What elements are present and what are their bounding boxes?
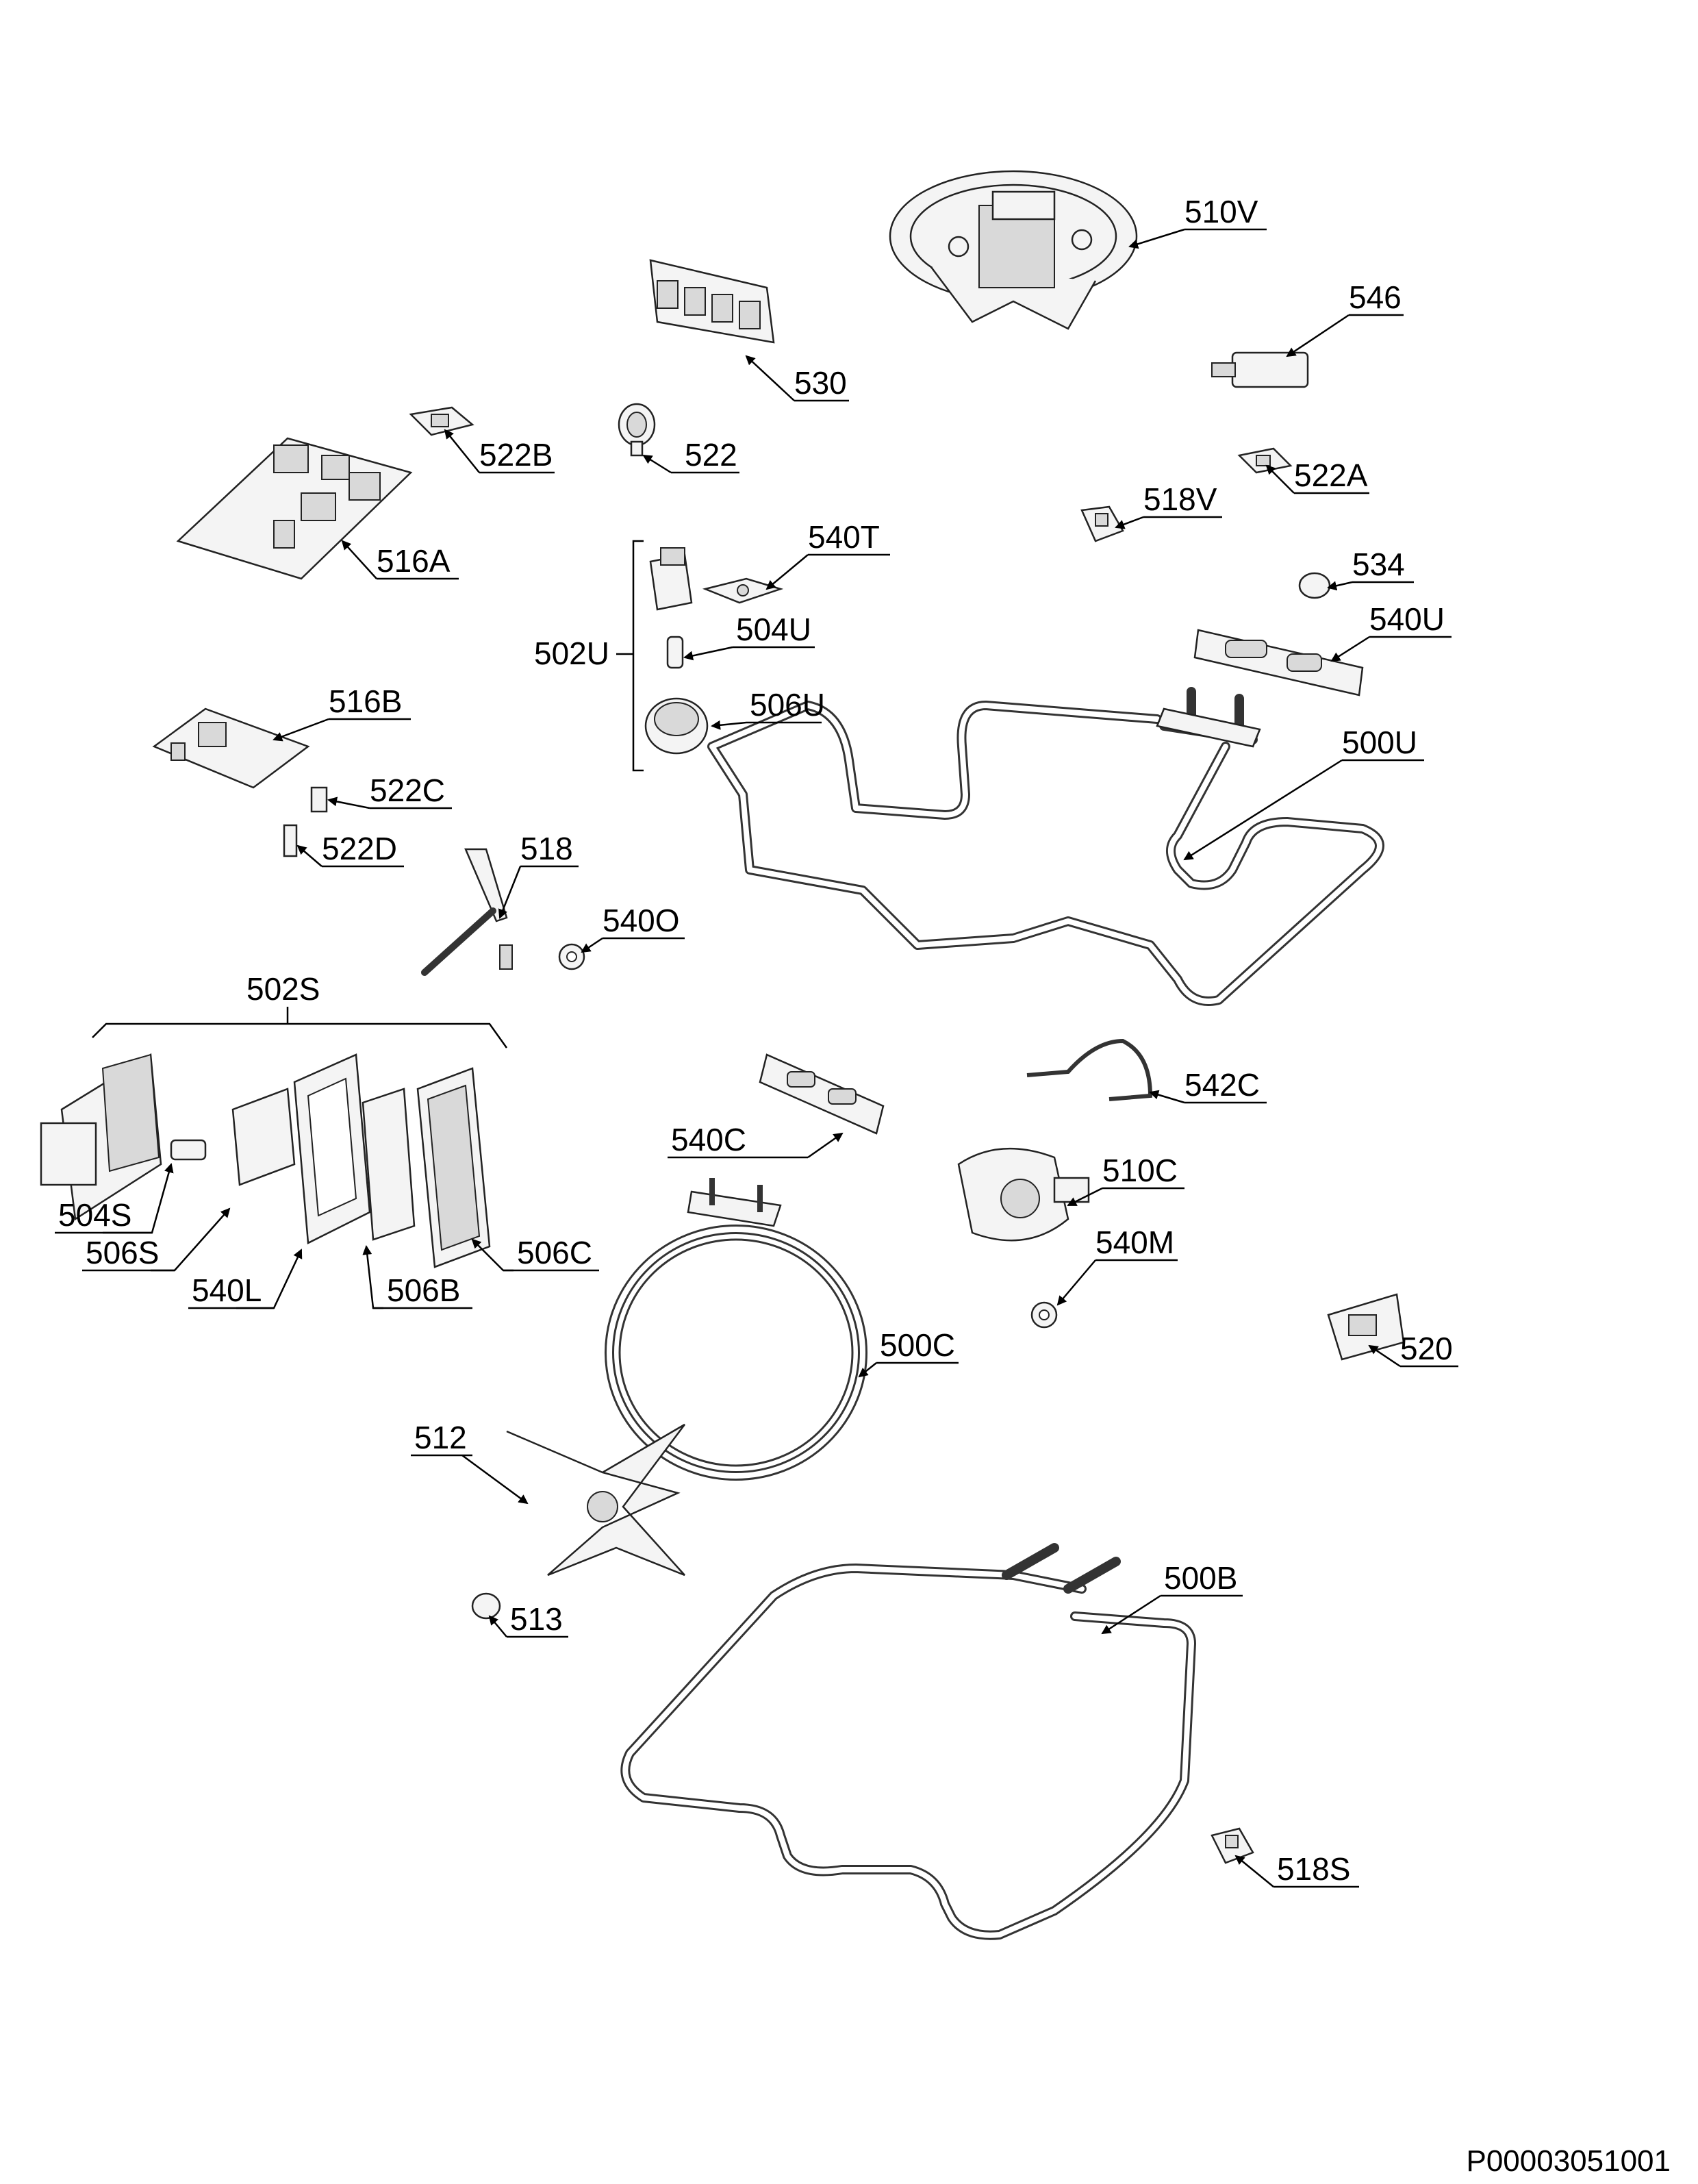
part-terminal-block-530 — [649, 259, 775, 344]
label-512: 512 — [414, 1420, 467, 1455]
label-520: 520 — [1400, 1331, 1453, 1366]
label-500U: 500U — [1342, 725, 1417, 760]
part-door-switch-520 — [1327, 1293, 1405, 1361]
part-knob-534 — [1298, 572, 1331, 599]
label-518V: 518V — [1143, 481, 1217, 517]
part-labels: 510V 546 530 522 522B 522A 518V 516A 540… — [55, 194, 1458, 1888]
part-bracket-522B — [409, 406, 474, 436]
part-fan-motor-510V — [889, 170, 1138, 330]
part-washer-540O — [558, 943, 585, 970]
label-522D: 522D — [322, 831, 397, 866]
part-gasket-540C — [759, 1053, 885, 1135]
bracket-502U — [632, 540, 644, 772]
part-sensor-518 — [421, 848, 513, 976]
label-506U: 506U — [750, 687, 825, 723]
label-522C: 522C — [370, 773, 445, 808]
bracket-502S — [92, 1022, 508, 1049]
label-513: 513 — [510, 1601, 563, 1637]
part-gasket-540L — [293, 1053, 371, 1244]
part-bulb-504U — [666, 636, 684, 669]
label-502U: 502U — [534, 636, 609, 671]
part-glass-506B — [362, 1088, 416, 1241]
label-500C: 500C — [880, 1327, 955, 1363]
label-506S: 506S — [86, 1235, 159, 1270]
part-lamp-housing-502S — [40, 1053, 162, 1221]
part-gasket-plate-540U — [1193, 629, 1364, 696]
part-ring-element-500C — [605, 1178, 867, 1481]
part-motor-510C — [957, 1147, 1090, 1242]
label-504S: 504S — [58, 1197, 131, 1233]
part-grill-element-500U — [707, 687, 1384, 1006]
part-bracket-518V — [1080, 505, 1124, 542]
part-lens-506S — [231, 1088, 296, 1186]
label-504U: 504U — [736, 612, 811, 647]
label-506B: 506B — [387, 1272, 460, 1308]
part-bulb-504S — [170, 1139, 207, 1161]
label-510C: 510C — [1102, 1153, 1178, 1188]
label-534: 534 — [1352, 547, 1405, 582]
label-500B: 500B — [1164, 1560, 1237, 1596]
part-nut-513 — [471, 1592, 501, 1620]
part-gasket-540T — [702, 577, 784, 604]
label-540O: 540O — [603, 903, 680, 938]
label-518: 518 — [520, 831, 573, 866]
label-540C: 540C — [671, 1122, 746, 1157]
label-546: 546 — [1349, 279, 1402, 315]
part-connector-522D — [283, 824, 298, 857]
label-542C: 542C — [1184, 1067, 1260, 1103]
label-502S: 502S — [246, 971, 320, 1007]
label-540U: 540U — [1369, 601, 1445, 637]
part-lamp-holder-502U — [649, 547, 693, 611]
label-510V: 510V — [1184, 194, 1258, 229]
drawing-code: P00003051001 — [1466, 2144, 1671, 2178]
part-clip-542C — [1026, 1038, 1153, 1101]
part-connector-522C — [310, 786, 328, 813]
label-506C: 506C — [517, 1235, 592, 1270]
label-540T: 540T — [808, 519, 880, 555]
label-540L: 540L — [192, 1272, 262, 1308]
part-switch-546 — [1211, 351, 1309, 388]
label-522B: 522B — [479, 437, 553, 473]
part-bracket-522A — [1237, 447, 1293, 474]
label-540M: 540M — [1095, 1225, 1174, 1260]
part-fan-blade-512 — [506, 1423, 685, 1577]
part-pcb-516A — [176, 437, 413, 580]
part-frame-506C — [416, 1067, 491, 1268]
label-530: 530 — [794, 365, 847, 401]
part-bracket-518S — [1211, 1827, 1254, 1864]
part-washer-540M — [1030, 1301, 1058, 1329]
part-pcb-516B — [152, 707, 310, 789]
label-518S: 518S — [1277, 1851, 1350, 1887]
part-bottom-element-500B — [620, 1543, 1196, 1940]
label-522: 522 — [685, 437, 737, 473]
label-522A: 522A — [1294, 457, 1368, 493]
label-516A: 516A — [377, 543, 451, 579]
part-lens-506U — [644, 697, 709, 755]
label-516B: 516B — [329, 683, 402, 719]
part-clip-522 — [618, 403, 656, 457]
